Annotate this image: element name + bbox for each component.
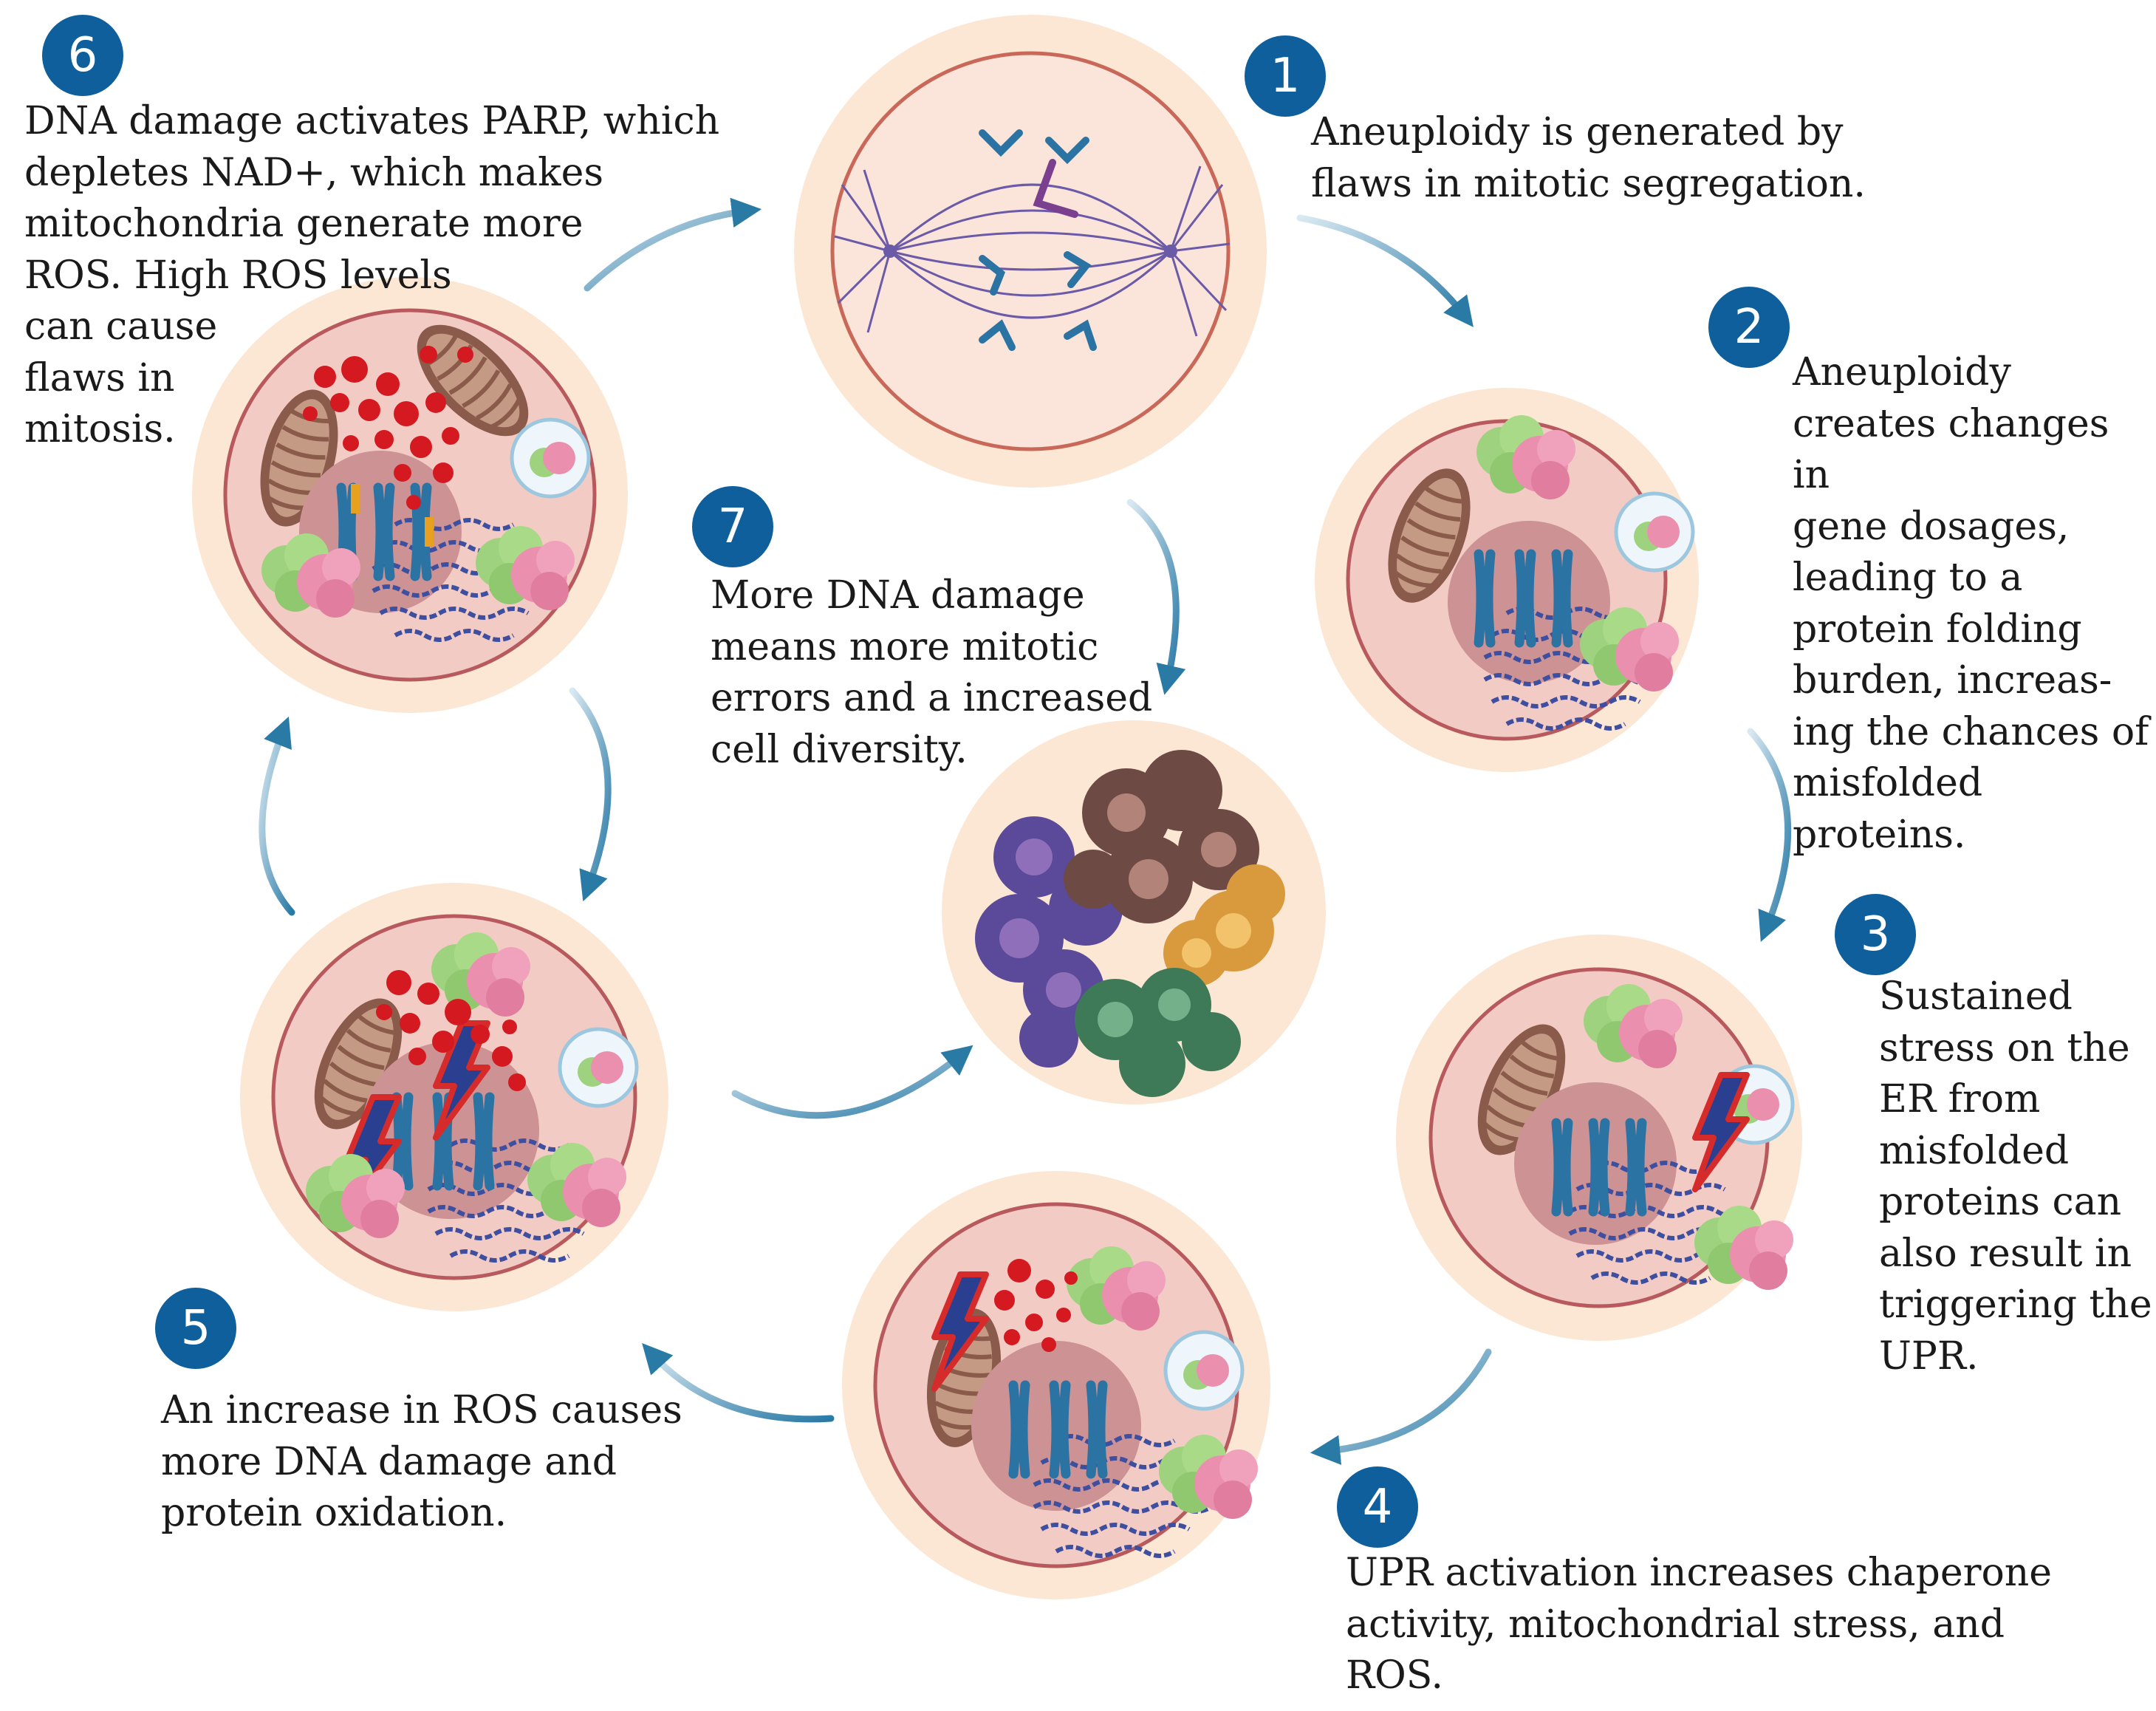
step-badge-3: 3: [1835, 894, 1916, 975]
step-caption-4: UPR activation increases chaperone activ…: [1346, 1551, 2053, 1698]
arrow-6-to-1: [584, 197, 762, 292]
step-badge-5: 5: [155, 1288, 236, 1369]
step-badge-4: 4: [1337, 1466, 1418, 1548]
cell-5-ros: [240, 883, 668, 1311]
step-caption-6: DNA damage activates PARP, which deplete…: [24, 99, 720, 451]
lysosome-icon: [560, 1029, 637, 1106]
cell-6-parp: [192, 277, 628, 713]
step-badge-6: 6: [42, 15, 123, 96]
step-caption-5: An increase in ROS causes more DNA damag…: [161, 1388, 682, 1535]
step-caption-3: Sustained stress on the ER from misfolde…: [1879, 974, 2152, 1379]
arrow-2-to-3: [1747, 728, 1792, 942]
step-caption-1: Aneuploidy is generated by flaws in mito…: [1311, 110, 1866, 206]
flow-arrows: [259, 197, 1792, 1465]
tumor-cell-cluster-icon: [942, 720, 1326, 1104]
ros-droplet-icon: [303, 346, 473, 510]
arrow-4-to-5: [642, 1342, 835, 1423]
arrow-5-to-7: [731, 1045, 973, 1119]
step-badge-1: 1: [1245, 35, 1326, 117]
lysosome-icon: [1616, 494, 1693, 570]
step-badge-7: 7: [692, 486, 773, 567]
ros-droplet-icon: [994, 1259, 1078, 1352]
step-caption-7: More DNA damage means more mitotic error…: [711, 573, 1153, 772]
step-badge-2: 2: [1708, 287, 1790, 368]
cell-3-er-stress: [1396, 935, 1802, 1341]
step-caption-2: Aneuploidy creates changes in gene dosag…: [1793, 350, 2149, 857]
cell-2-aneuploid: [1315, 388, 1699, 772]
cell-1-mitosis: [794, 15, 1267, 488]
arrow-1-to-2: [1296, 214, 1474, 327]
arrow-6-to-5: [569, 687, 612, 902]
lysosome-icon: [1166, 1332, 1242, 1409]
cell-4-upr: [842, 1171, 1270, 1599]
arrow-1-to-7: [1126, 499, 1186, 695]
mitotic-spindle-icon: [834, 165, 1231, 337]
arrow-5-to-6: [259, 716, 295, 916]
ros-droplet-icon: [376, 970, 526, 1091]
arrow-3-to-4: [1310, 1348, 1492, 1465]
chromosome-icon: [979, 129, 1097, 351]
